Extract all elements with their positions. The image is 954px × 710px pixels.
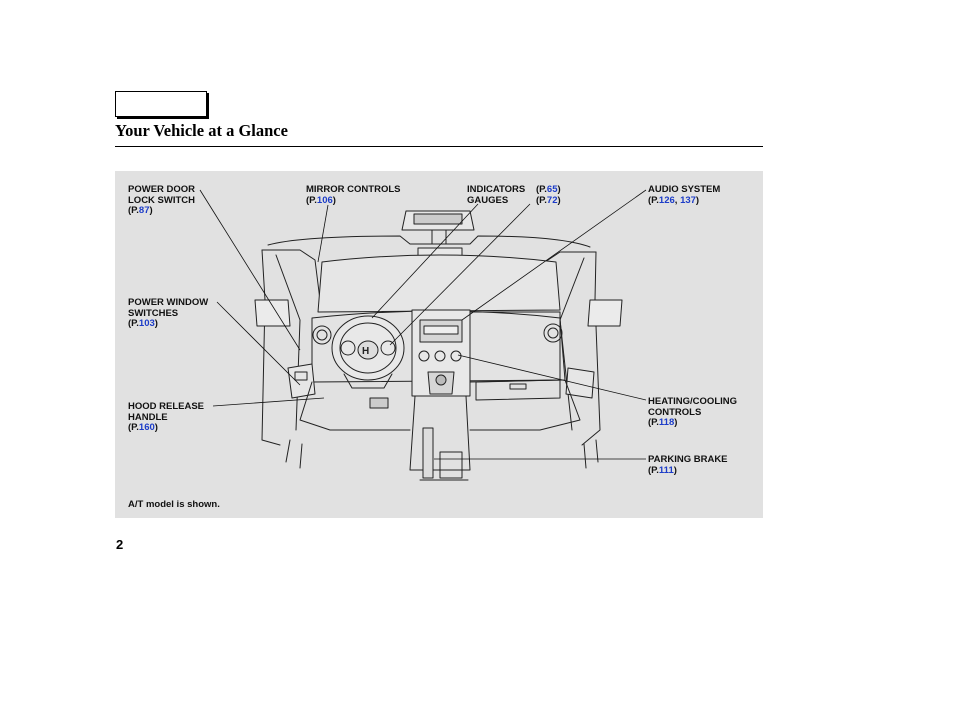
callout-text: LOCK SWITCH	[128, 194, 196, 206]
leader-mirror-controls	[317, 204, 329, 263]
page-ref-link[interactable]: 72	[546, 194, 558, 206]
callout-indicators-gauges: INDICATORS GAUGES	[467, 184, 526, 206]
svg-text:H: H	[362, 346, 369, 357]
callout-text: POWER DOOR	[128, 184, 196, 195]
page-ref-link[interactable]: 137	[680, 194, 696, 206]
callout-text: SWITCHES	[128, 307, 179, 319]
callout-power-window: POWER WINDOW SWITCHES (P.103)	[128, 297, 209, 329]
callout-audio-system: AUDIO SYSTEM (P.126, 137)	[648, 184, 721, 206]
callout-text: AUDIO SYSTEM	[648, 184, 721, 195]
leader-indicators	[371, 203, 479, 319]
callout-hood-release: HOOD RELEASE HANDLE (P.160)	[128, 401, 205, 433]
leader-hood-release	[212, 397, 325, 407]
leader-power-window	[216, 301, 301, 386]
page-ref-link[interactable]: 111	[658, 464, 674, 476]
callout-text: INDICATORS	[467, 184, 526, 195]
model-note: A/T model is shown.	[128, 499, 220, 510]
page-number: 2	[116, 537, 124, 552]
leader-gauges	[389, 203, 531, 346]
page-ref-link[interactable]: 160	[138, 422, 155, 433]
page-ref-link[interactable]: 103	[138, 318, 155, 329]
page-ref-link[interactable]: 65	[546, 184, 558, 195]
leader-power-door-lock	[199, 189, 301, 351]
leader-audio-system	[461, 189, 647, 321]
callout-power-door-lock: POWER DOOR LOCK SWITCH (P.87)	[128, 184, 196, 216]
page-ref-link[interactable]: 106	[316, 194, 333, 206]
callout-text: CONTROLS	[648, 406, 702, 418]
callout-heating-cooling: HEATING/COOLING CONTROLS (P.118)	[648, 396, 738, 428]
page-ref-gauges: (P.72)	[536, 194, 561, 206]
section-tab-box	[115, 91, 207, 117]
callout-parking-brake: PARKING BRAKE (P.111)	[648, 454, 728, 476]
callout-text: HANDLE	[128, 411, 168, 423]
callout-mirror-controls: MIRROR CONTROLS (P.106)	[306, 184, 401, 206]
page-ref-link[interactable]: 87	[138, 205, 150, 216]
page-ref-link[interactable]: 118	[658, 417, 675, 428]
callout-text: PARKING BRAKE	[648, 454, 728, 465]
callout-text: POWER WINDOW	[128, 297, 209, 308]
page-ref-link[interactable]: 126	[658, 194, 675, 206]
callout-text: MIRROR CONTROLS	[306, 184, 401, 195]
parking-brake-drawing	[422, 427, 463, 479]
title-divider	[115, 146, 763, 147]
leader-heating-cooling	[457, 354, 647, 401]
callout-text: GAUGES	[467, 194, 509, 206]
callout-text: HEATING/COOLING	[648, 396, 738, 407]
page-ref-indicators: (P.65)	[536, 184, 561, 195]
callout-text: HOOD RELEASE	[128, 401, 205, 412]
steering-wheel-drawing: H	[331, 315, 405, 389]
page-title: Your Vehicle at a Glance	[115, 121, 288, 140]
rearview-mirror-drawing	[401, 210, 475, 259]
